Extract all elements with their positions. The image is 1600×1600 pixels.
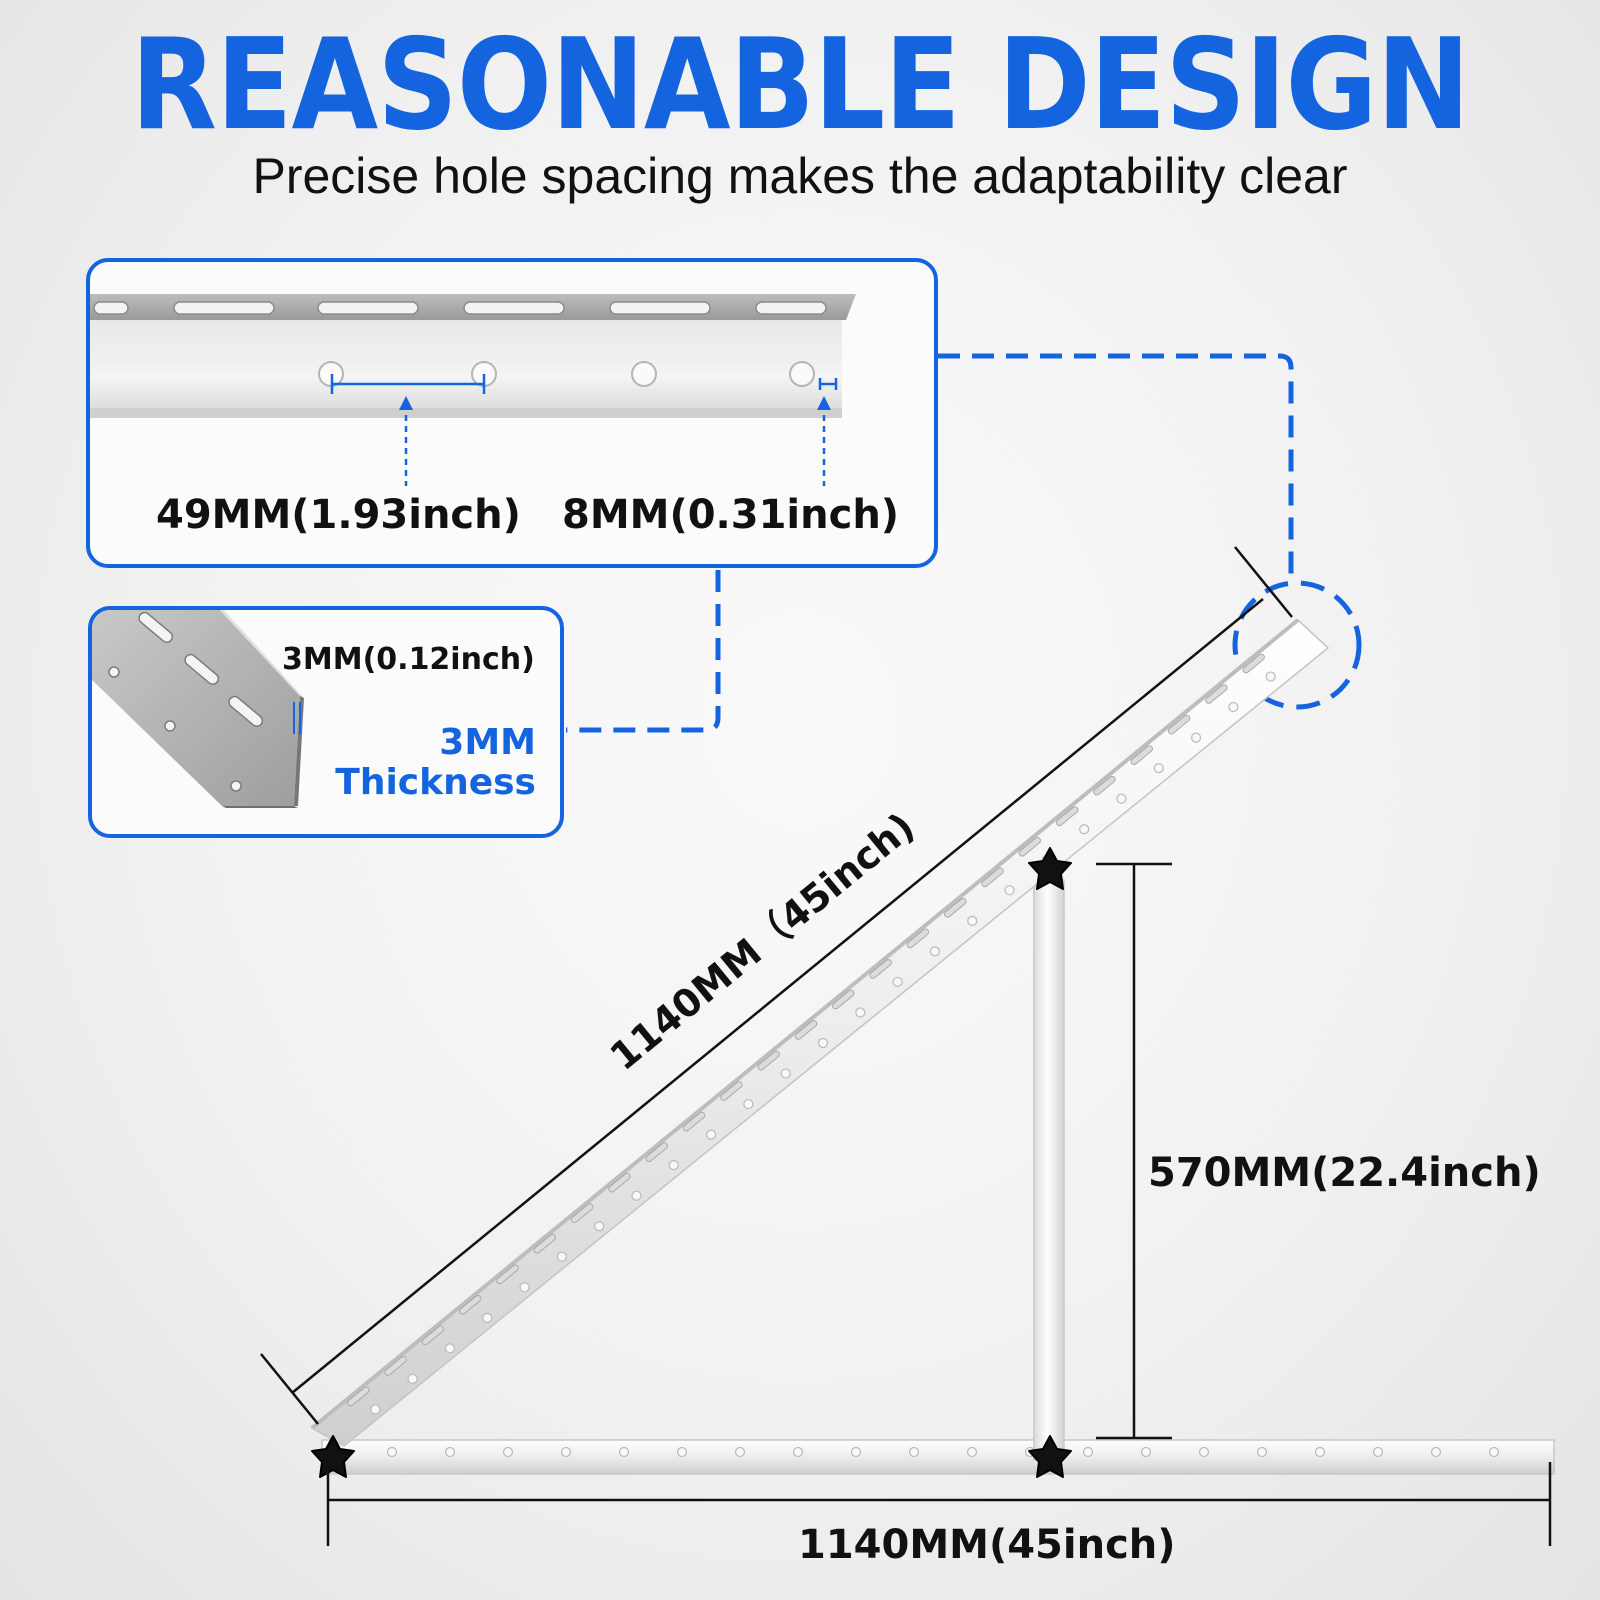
- rail-hole: [1082, 1446, 1094, 1458]
- rail-hole: [594, 1221, 605, 1232]
- rail-slot: [944, 897, 967, 918]
- rail-slot: [570, 1203, 594, 1224]
- rail-hole: [1256, 1446, 1268, 1458]
- rail-slot: [981, 867, 1004, 888]
- rail-slot: [1055, 806, 1079, 827]
- rail-hole: [1116, 793, 1127, 804]
- rail-hole: [743, 1098, 754, 1110]
- rail-slot: [906, 928, 930, 949]
- base-rail-holes: [386, 1446, 1500, 1458]
- rail-hole: [502, 1446, 514, 1458]
- rail-slot: [1093, 775, 1116, 796]
- dimension-line-height: [1096, 862, 1172, 1440]
- callout-connector-thickness: [566, 570, 721, 733]
- vertical-support: [1033, 879, 1065, 1461]
- support-height-label: 570MM(22.4inch): [1148, 1150, 1541, 1196]
- rail-hole: [1372, 1446, 1384, 1458]
- rail-hole: [929, 946, 941, 957]
- rail-hole: [407, 1373, 418, 1385]
- rail-slot: [384, 1356, 407, 1376]
- rail-hole: [556, 1251, 567, 1262]
- rail-hole: [705, 1129, 717, 1140]
- rail-slot: [757, 1050, 780, 1071]
- rail-hole: [908, 1446, 920, 1458]
- rail-hole: [967, 915, 978, 926]
- rail-hole: [1079, 824, 1090, 835]
- thickness-detail-box: 3MM(0.12inch) 3MM Thickness: [88, 606, 564, 838]
- star-knob-bottom-center: [1028, 1435, 1072, 1478]
- rail-hole: [618, 1446, 630, 1458]
- thickness-dimension-label: 3MM(0.12inch): [282, 642, 535, 677]
- rail-hole: [631, 1190, 642, 1201]
- rail-slot: [682, 1111, 706, 1132]
- rail-slot: [720, 1081, 743, 1101]
- page-title: REASONABLE DESIGN: [130, 12, 1470, 159]
- angle-bar-closeup: [90, 294, 856, 486]
- callout-target-circle: [1232, 580, 1362, 710]
- page-subtitle: Precise hole spacing makes the adaptabil…: [252, 148, 1348, 204]
- rail-hole: [444, 1343, 456, 1354]
- rail-hole: [1430, 1446, 1442, 1458]
- diagonal-rail-holes: [347, 653, 1276, 1415]
- hole-size-label: 8MM(0.31inch): [562, 492, 900, 538]
- rail-hole: [1153, 763, 1164, 774]
- rail-hole: [370, 1404, 381, 1415]
- rail-slot: [645, 1142, 668, 1163]
- rail-slot: [459, 1294, 482, 1315]
- hole-spacing-label: 49MM(1.93inch): [156, 492, 521, 538]
- rail-hole: [966, 1446, 978, 1458]
- rail-hole: [892, 976, 903, 988]
- rail-slot: [496, 1264, 519, 1285]
- rail-length-label: 1140MM（45inch): [602, 804, 923, 1079]
- rail-slot: [347, 1386, 370, 1407]
- rail-hole: [482, 1312, 493, 1323]
- thickness-caption-line1: 3MM: [439, 722, 536, 763]
- rail-hole: [1190, 732, 1202, 743]
- rail-hole: [668, 1160, 679, 1171]
- rail-hole: [780, 1068, 791, 1079]
- base-length-label: 1140MM(45inch): [798, 1522, 1176, 1568]
- diagonal-rail: [310, 618, 1330, 1447]
- rail-hole: [1488, 1446, 1500, 1458]
- rail-slot: [1205, 684, 1228, 704]
- rail-hole: [444, 1446, 456, 1458]
- rail-slot: [421, 1325, 445, 1346]
- rail-hole: [1198, 1446, 1210, 1458]
- rail-hole: [1140, 1446, 1152, 1458]
- rail-hole: [734, 1446, 746, 1458]
- rail-slot: [533, 1233, 557, 1254]
- rail-hole: [817, 1037, 829, 1049]
- rail-slot: [608, 1172, 631, 1193]
- rail-slot: [1130, 745, 1153, 766]
- rail-slot: [1018, 836, 1042, 857]
- hole-spacing-detail-box: 49MM(1.93inch) 8MM(0.31inch): [86, 258, 938, 568]
- star-knob-top: [1028, 847, 1072, 890]
- rail-hole: [386, 1446, 398, 1458]
- rail-slot: [794, 1020, 818, 1040]
- star-knob-bottom-left: [311, 1435, 355, 1478]
- rail-hole: [792, 1446, 804, 1458]
- rail-hole: [855, 1007, 866, 1018]
- rail-hole: [519, 1282, 530, 1293]
- rail-hole: [1228, 701, 1239, 713]
- rail-hole: [676, 1446, 688, 1458]
- dimension-line-base: [326, 1462, 1552, 1546]
- rail-hole: [1314, 1446, 1326, 1458]
- angle-bar-profile: [92, 610, 304, 808]
- thickness-caption-line2: Thickness: [335, 762, 536, 803]
- rail-slot: [869, 959, 892, 979]
- dimension-line-rail: [260, 546, 1293, 1425]
- base-rail: [321, 1439, 1555, 1475]
- callout-connector-top: [938, 353, 1294, 578]
- rail-hole: [850, 1446, 862, 1458]
- rail-slot: [1242, 653, 1265, 674]
- rail-hole: [1265, 671, 1276, 682]
- rail-slot: [1167, 714, 1191, 735]
- rail-hole: [560, 1446, 572, 1458]
- rail-slot: [832, 989, 855, 1010]
- rail-hole: [1004, 885, 1015, 896]
